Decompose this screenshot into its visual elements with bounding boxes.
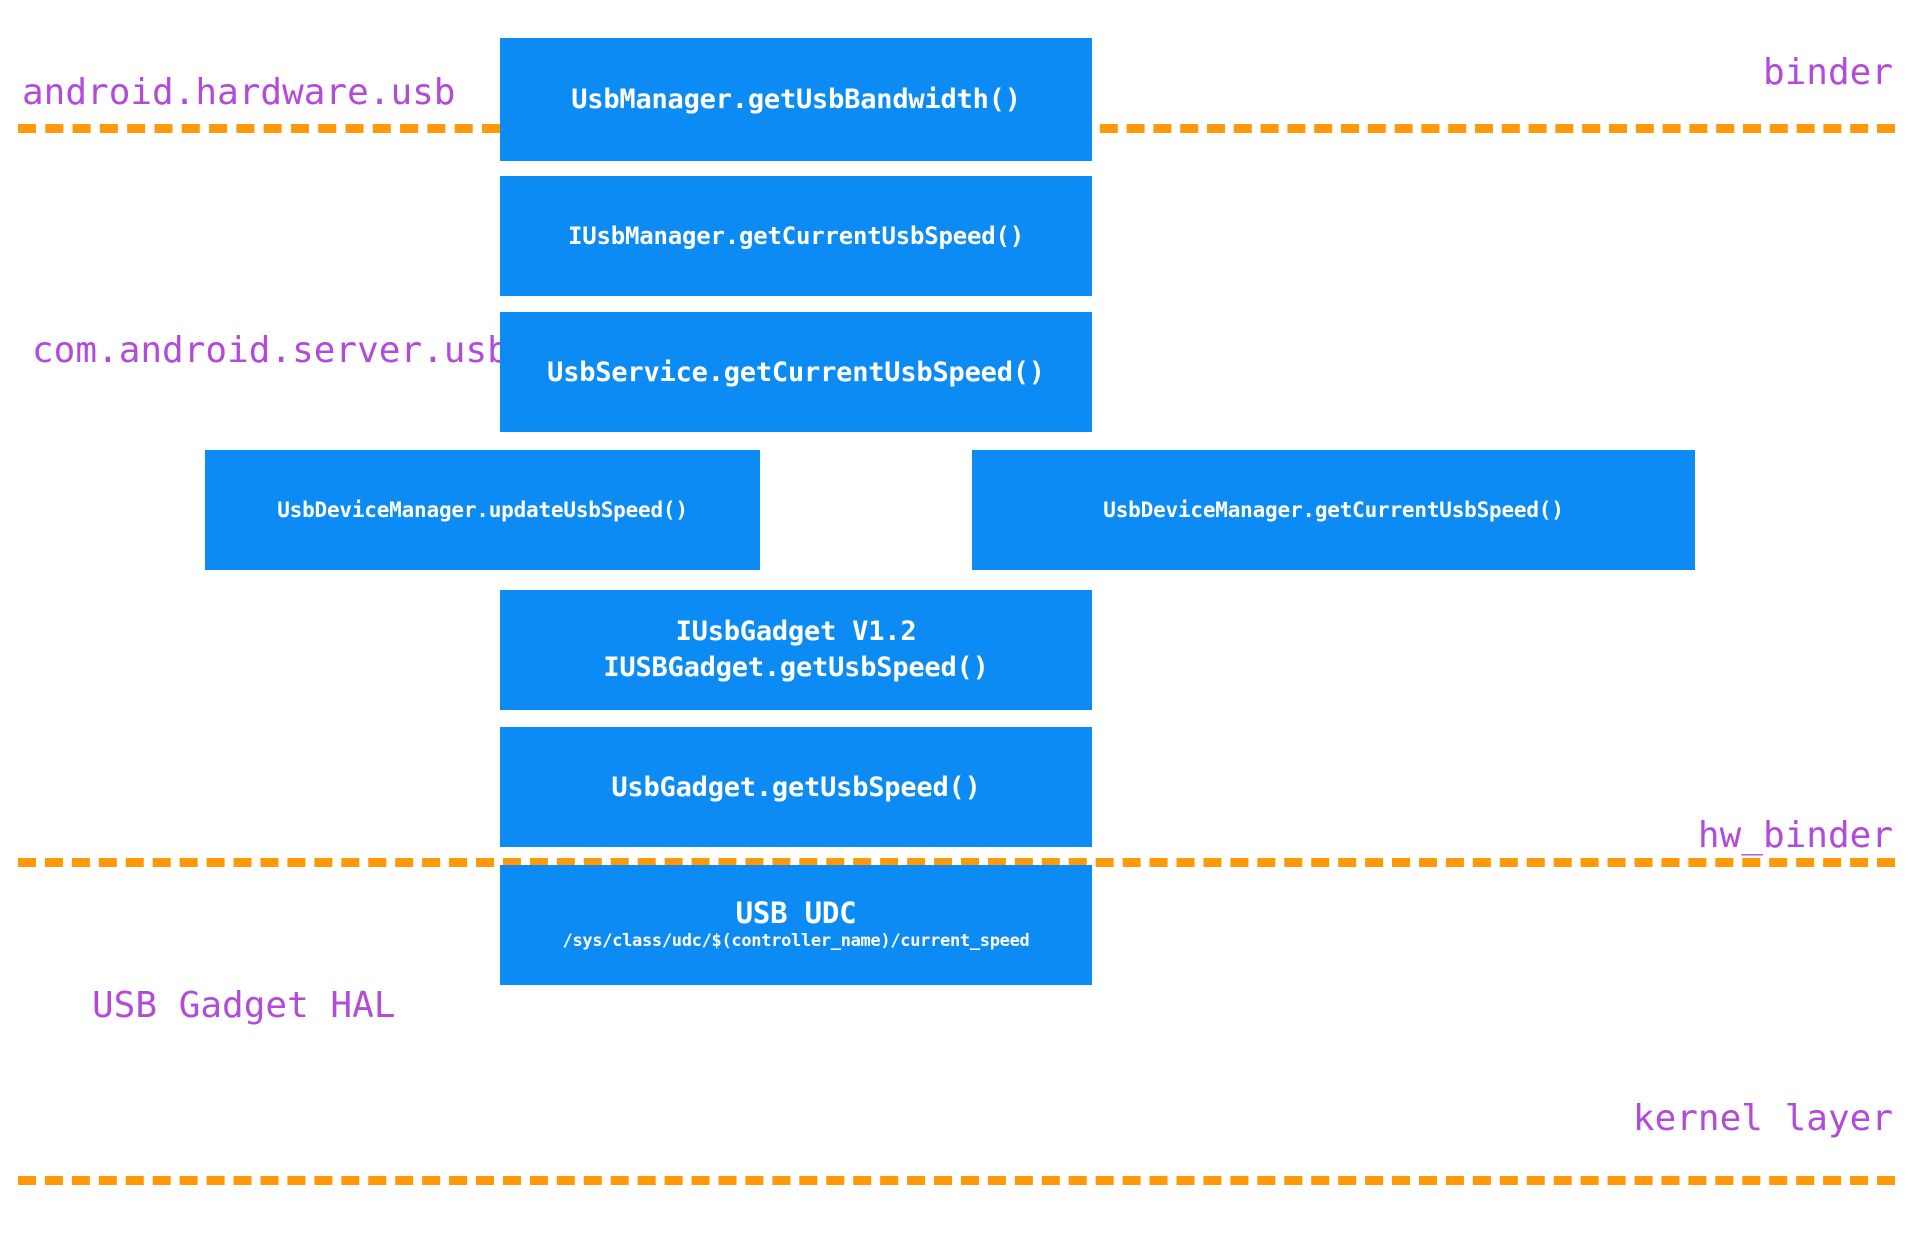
- node-label: UsbDeviceManager.getCurrentUsbSpeed(): [1103, 498, 1564, 522]
- layer-label-kernel-layer: kernel layer: [1632, 1098, 1893, 1139]
- node-usb-gadget-get-usb-speed[interactable]: UsbGadget.getUsbSpeed(): [500, 727, 1092, 847]
- layer-label-android-hardware-usb: android.hardware.usb: [22, 72, 456, 113]
- layer-label-binder: binder: [1762, 52, 1893, 93]
- node-label: UsbDeviceManager.updateUsbSpeed(): [277, 498, 688, 522]
- node-label: UsbService.getCurrentUsbSpeed(): [547, 356, 1045, 388]
- node-label-path: /sys/class/udc/$(controller_name)/curren…: [562, 931, 1030, 952]
- hw-binder-divider: [18, 858, 1895, 867]
- layer-label-usb-gadget-hal: USB Gadget HAL: [92, 985, 396, 1026]
- node-iusb-manager-get-current-usb-speed[interactable]: IUsbManager.getCurrentUsbSpeed(): [500, 176, 1092, 296]
- node-usb-udc[interactable]: USB UDC /sys/class/udc/$(controller_name…: [500, 865, 1092, 985]
- node-usb-device-manager-update-usb-speed[interactable]: UsbDeviceManager.updateUsbSpeed(): [205, 450, 760, 570]
- kernel-layer-divider: [18, 1176, 1895, 1185]
- node-usb-manager-get-usb-bandwidth[interactable]: UsbManager.getUsbBandwidth(): [500, 38, 1092, 161]
- node-label: UsbGadget.getUsbSpeed(): [611, 771, 981, 803]
- node-label-line2: IUSBGadget.getUsbSpeed(): [603, 652, 989, 683]
- node-label-title: USB UDC: [735, 896, 857, 931]
- binder-divider-left: [18, 124, 500, 133]
- node-label-line1: IUsbGadget V1.2: [675, 616, 917, 648]
- node-label: UsbManager.getUsbBandwidth(): [571, 84, 1021, 115]
- binder-divider-right: [1073, 124, 1895, 133]
- node-label: IUsbManager.getCurrentUsbSpeed(): [568, 222, 1024, 250]
- node-iusb-gadget[interactable]: IUsbGadget V1.2 IUSBGadget.getUsbSpeed(): [500, 590, 1092, 710]
- layer-label-com-android-server-usb: com.android.server.usb: [32, 330, 509, 371]
- layer-label-hw-binder: hw_binder: [1697, 815, 1893, 856]
- node-usb-service-get-current-usb-speed[interactable]: UsbService.getCurrentUsbSpeed(): [500, 312, 1092, 432]
- node-usb-device-manager-get-current-usb-speed[interactable]: UsbDeviceManager.getCurrentUsbSpeed(): [972, 450, 1695, 570]
